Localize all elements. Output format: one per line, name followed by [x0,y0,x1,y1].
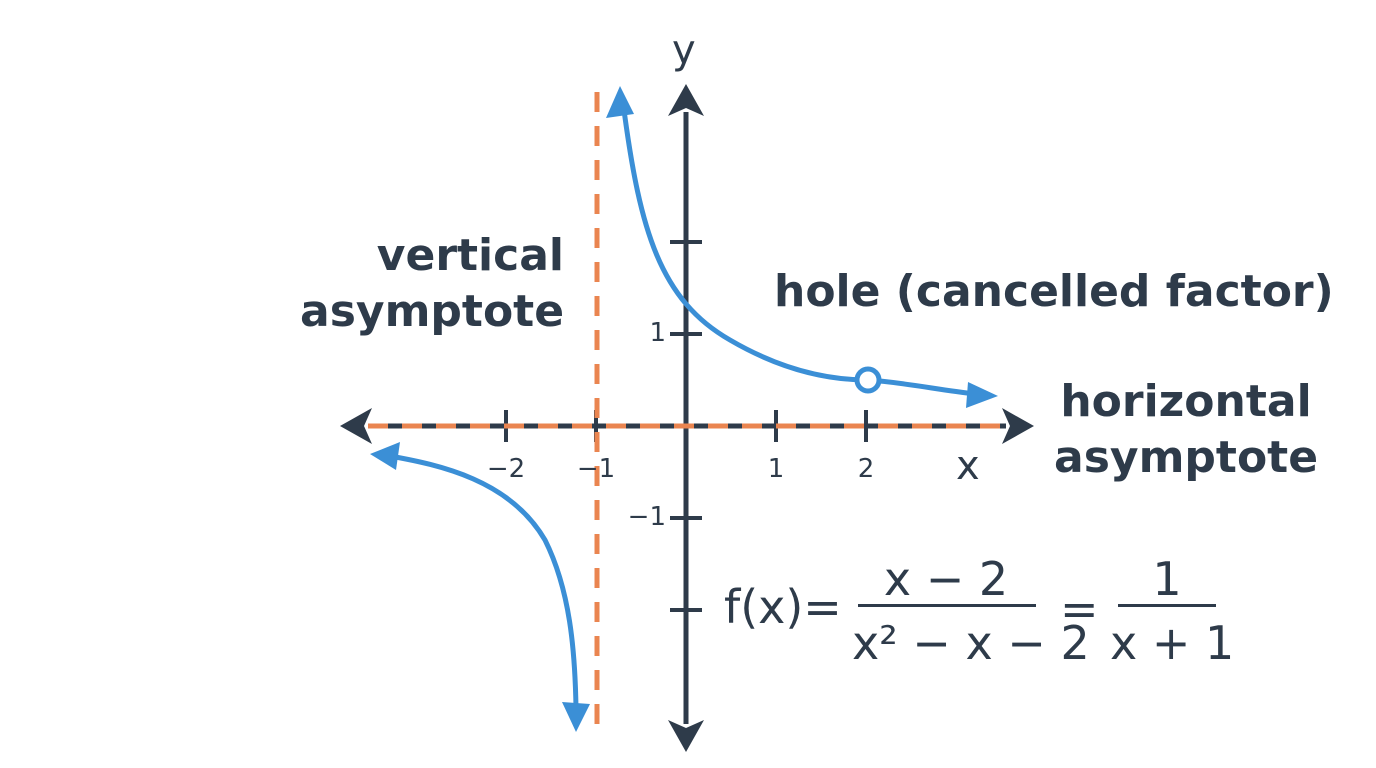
vertical-asymptote-label: vertical asymptote [300,234,564,334]
formula-equals: = [1060,582,1099,636]
formula-denominator-1: x² − x − 2 [852,616,1090,670]
formula-lhs: f(x)= [724,580,842,634]
formula-fraction-bar-1 [858,604,1036,607]
hole-marker [854,366,882,394]
curve-left-branch [389,453,579,709]
curve-left-bottom-arrow-icon [562,702,590,732]
x-tick-label: 1 [767,454,785,484]
hole-label: hole (cancelled factor) [774,266,1334,317]
x-tick-label: −1 [576,454,616,484]
horizontal-asymptote-label-line1: horizontal [1060,376,1312,427]
horizontal-asymptote-label: horizontal asymptote [1054,380,1318,480]
y-axis-name: y [672,27,696,73]
horizontal-asymptote-label-line2: asymptote [1054,432,1319,483]
x-axis-left-arrow-icon [340,408,372,444]
curve-left-start-arrow-icon [370,442,400,470]
x-tick-label: −2 [486,454,526,484]
formula-fraction-bar-2 [1118,604,1216,607]
vertical-asymptote-label-line1: vertical [376,230,564,281]
y-axis-up-arrow-icon [668,84,704,116]
curve-right-branch [621,109,976,397]
y-tick-label: −1 [627,502,666,532]
y-axis-down-arrow-icon [668,720,704,752]
formula-numerator-2: 1 [1152,552,1182,606]
curve-right-top-arrow-icon [606,86,634,118]
vertical-asymptote-label-line2: asymptote [300,286,565,337]
formula-denominator-2: x + 1 [1110,616,1235,670]
x-axis-right-arrow-icon [1002,408,1034,444]
x-tick-label: 2 [857,454,875,484]
x-axis-name: x [956,443,980,489]
curve-right-end-arrow-icon [966,382,998,408]
y-tick-label: 1 [649,318,666,348]
formula-numerator-1: x − 2 [883,552,1009,606]
